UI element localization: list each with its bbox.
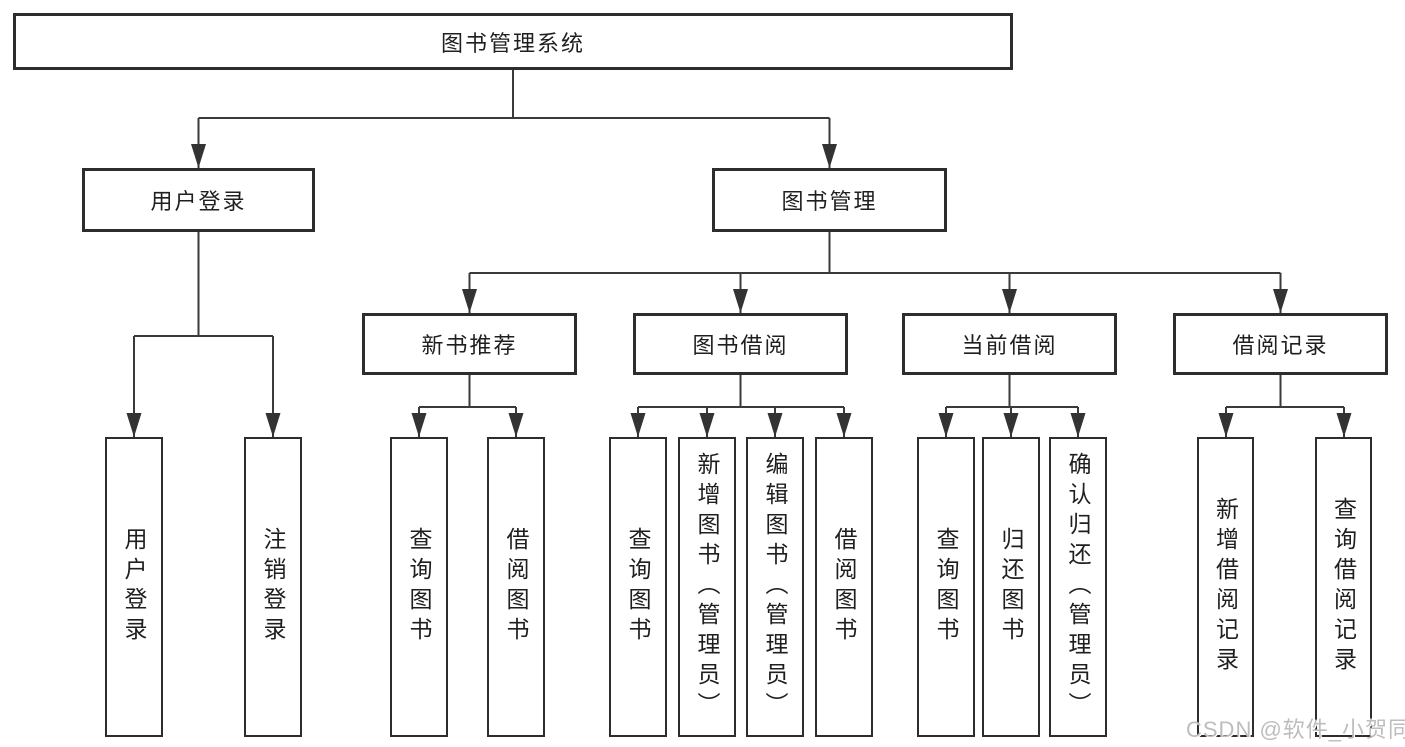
leaf-query-books-current: 查询图书 — [917, 437, 975, 737]
node-borrowing-records: 借阅记录 — [1173, 313, 1388, 375]
tree-edges — [133, 70, 1345, 437]
node-root-library-system: 图书管理系统 — [13, 13, 1013, 70]
leaf-query-books-borrowing: 查询图书 — [609, 437, 667, 737]
leaf-edit-book-admin: 编辑图书（管理员） — [746, 437, 804, 737]
node-new-book-recommend: 新书推荐 — [362, 313, 577, 375]
node-book-borrowing: 图书借阅 — [633, 313, 848, 375]
node-book-management: 图书管理 — [712, 168, 947, 232]
leaf-label: 查询借阅记录 — [1330, 497, 1357, 677]
leaf-label: 注销登录 — [260, 527, 286, 647]
leaf-borrow-books-recommend: 借阅图书 — [487, 437, 545, 737]
leaf-return-books: 归还图书 — [982, 437, 1040, 737]
leaf-label: 用户登录 — [121, 527, 147, 647]
leaf-add-book-admin: 新增图书（管理员） — [678, 437, 736, 737]
leaf-logout: 注销登录 — [244, 437, 302, 737]
leaf-add-borrow-record: 新增借阅记录 — [1197, 437, 1254, 737]
leaf-confirm-return-admin: 确认归还（管理员） — [1049, 437, 1107, 737]
leaf-borrow-books-borrowing: 借阅图书 — [815, 437, 873, 737]
leaf-label: 编辑图书（管理员） — [762, 452, 788, 722]
leaf-label: 查询图书 — [406, 527, 432, 647]
arrowheads — [126, 144, 1352, 437]
node-current-borrowing: 当前借阅 — [902, 313, 1117, 375]
leaf-label: 查询图书 — [625, 527, 651, 647]
watermark: CSDN @软件_小贺同学 — [1186, 717, 1405, 742]
leaf-user-login: 用户登录 — [105, 437, 163, 737]
leaf-label: 新增借阅记录 — [1212, 497, 1239, 677]
leaf-query-books-recommend: 查询图书 — [390, 437, 448, 737]
leaf-label: 新增图书（管理员） — [694, 452, 720, 722]
leaf-label: 确认归还（管理员） — [1065, 452, 1091, 722]
node-user-login: 用户登录 — [82, 168, 315, 232]
leaf-label: 借阅图书 — [831, 527, 857, 647]
leaf-label: 借阅图书 — [503, 527, 529, 647]
leaf-label: 查询图书 — [933, 527, 959, 647]
leaf-query-borrow-record: 查询借阅记录 — [1315, 437, 1372, 737]
leaf-label: 归还图书 — [998, 527, 1024, 647]
